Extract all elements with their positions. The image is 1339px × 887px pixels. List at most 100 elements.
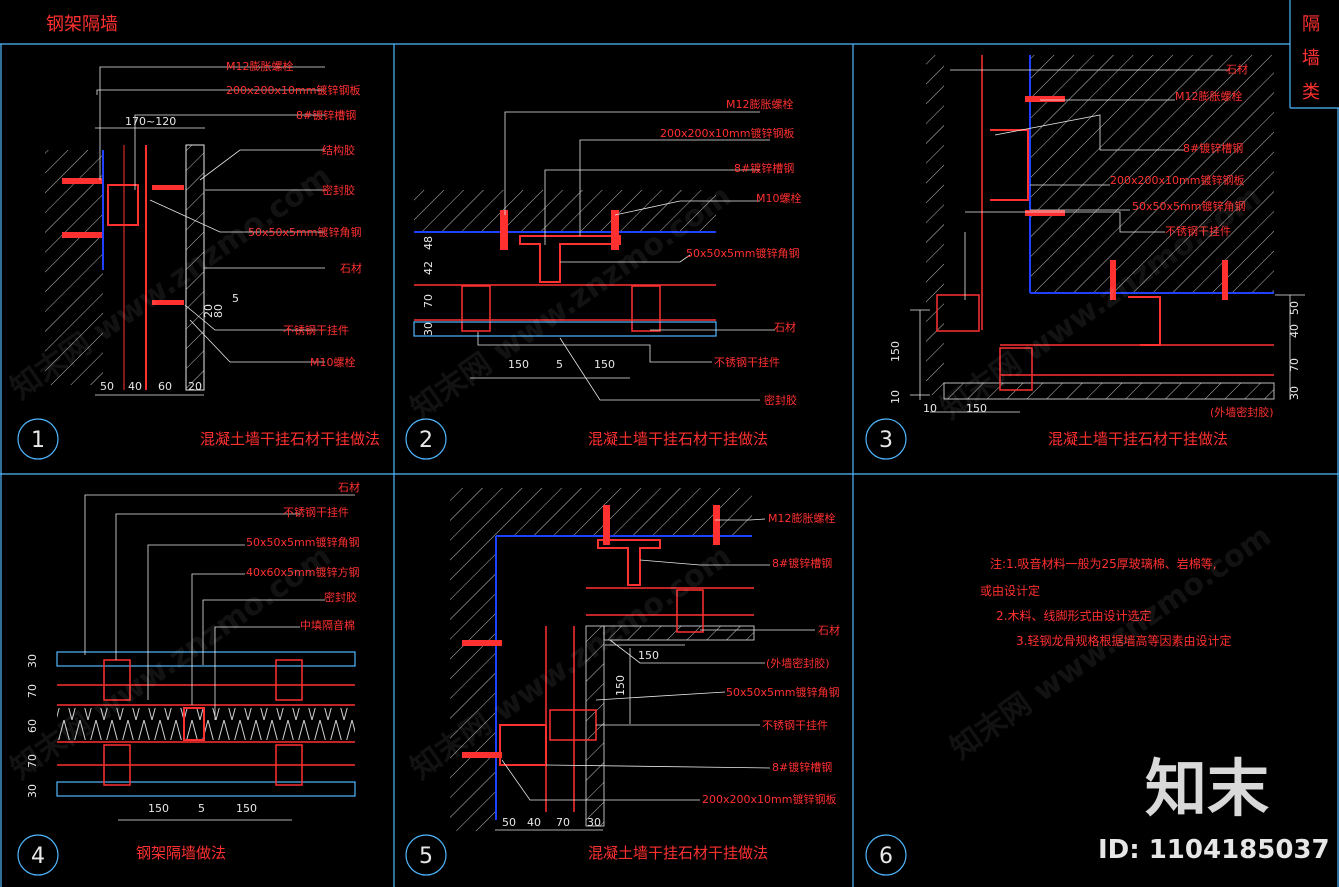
dim-4-1: 70 <box>26 684 39 698</box>
dim-4-0: 30 <box>26 654 39 668</box>
panel-number: 5 <box>419 844 433 869</box>
dim-4-2: 60 <box>26 719 39 733</box>
label-1-5: 50x50x5mm镀锌角钢 <box>248 225 361 239</box>
hanger-right <box>631 285 661 332</box>
channel-steel <box>990 129 1029 201</box>
label-5-2: 石材 <box>818 623 840 637</box>
label-2-3: M10螺栓 <box>756 191 802 205</box>
dim-4-7: 150 <box>236 802 257 815</box>
label-5-1: 8#镀锌槽钢 <box>772 556 832 570</box>
watermark-text: 知末网 www.znzmo.com <box>5 539 338 787</box>
dim-2-6: 150 <box>594 358 615 371</box>
dim-2-0: 48 <box>422 236 435 250</box>
label-5-0: M12膨胀螺栓 <box>768 511 836 525</box>
stone-wall <box>926 55 944 395</box>
dim-1-4: 20 <box>188 380 202 393</box>
image-id: ID: 1104185037 <box>1098 835 1330 865</box>
insulation <box>57 708 355 740</box>
label-5-3: (外墙密封胶) <box>766 656 830 670</box>
channel-steel <box>519 235 621 283</box>
label-3-0: 石材 <box>1226 62 1248 76</box>
label-2-7: 密封胶 <box>764 393 797 407</box>
label-4-0: 石材 <box>338 480 360 494</box>
panel-number-circle <box>865 418 907 460</box>
label-2-4: 50x50x5mm镀锌角钢 <box>686 246 799 260</box>
concrete-slab <box>450 488 752 536</box>
dim-3-3: 150 <box>966 402 987 415</box>
dim-5-5: 30 <box>587 816 601 829</box>
stone-panel-top <box>56 651 356 667</box>
label-2-6: 不锈钢干挂件 <box>714 355 780 369</box>
panel-number-circle <box>17 834 59 876</box>
hanger-left <box>461 285 491 332</box>
dim-3-2: 10 <box>923 402 937 415</box>
hanger-vertical <box>936 294 980 332</box>
panel-number-circle <box>17 418 59 460</box>
stone-panel-bottom <box>56 781 356 797</box>
label-4-3: 40x60x5mm镀锌方钢 <box>246 565 359 579</box>
concrete-wall <box>450 536 496 831</box>
label-1-2: 8#镀锌槽钢 <box>296 108 356 122</box>
panel-number-circle <box>865 834 907 876</box>
side-tab-char-3: 类 <box>1302 82 1320 103</box>
panel-number: 1 <box>31 428 45 453</box>
label-3-2: 8#镀锌槽钢 <box>1183 141 1243 155</box>
dim-5-0: 150 <box>638 649 659 662</box>
concrete-slab <box>1030 55 1274 293</box>
panel-number: 2 <box>419 428 433 453</box>
panel-number: 6 <box>879 844 893 869</box>
dim-1-0: 170~120 <box>125 115 176 128</box>
dim-3-1: 10 <box>889 390 902 404</box>
sheet-title: 钢架隔墙 <box>46 14 118 35</box>
dim-2-5: 5 <box>556 358 563 371</box>
note-line-3: 2.木料、线脚形式由设计选定 <box>996 608 1151 623</box>
label-4-5: 中填隔音棉 <box>300 618 355 632</box>
dim-3-0: 150 <box>889 341 902 362</box>
dim-5-1: 150 <box>614 675 627 696</box>
channel-steel <box>107 184 139 226</box>
panel-title: 钢架隔墙做法 <box>136 844 226 862</box>
label-1-7: 不锈钢干挂件 <box>283 323 349 337</box>
panel-number: 3 <box>879 428 893 453</box>
panel-5: M12膨胀螺栓 8#镀锌槽钢 石材 (外墙密封胶) 50x50x5mm镀锌角钢 … <box>405 488 840 876</box>
dim-5-2: 50 <box>502 816 516 829</box>
label-4-1: 不锈钢干挂件 <box>283 505 349 519</box>
concrete-slab <box>414 190 716 232</box>
panel-1: M12膨胀螺栓 200x200x10mm镀锌钢板 8#镀锌槽钢 结构胶 密封胶 … <box>17 59 380 460</box>
label-5-5: 不锈钢干挂件 <box>762 718 828 732</box>
label-1-6: 石材 <box>340 261 362 275</box>
panel-number-circle <box>405 418 447 460</box>
dim-1-1: 50 <box>100 380 114 393</box>
label-5-4: 50x50x5mm镀锌角钢 <box>726 685 839 699</box>
dim-1-7: 5 <box>232 292 239 305</box>
dim-2-2: 70 <box>422 294 435 308</box>
panel-title: 混凝土墙干挂石材干挂做法 <box>588 844 768 862</box>
label-5-7: 200x200x10mm镀锌钢板 <box>702 792 836 806</box>
label-1-4: 密封胶 <box>322 183 355 197</box>
dim-3-5: 40 <box>1288 324 1301 338</box>
label-3-3: 200x200x10mm镀锌钢板 <box>1110 173 1244 187</box>
hanger-horizontal <box>676 589 704 633</box>
stone-panel <box>185 144 205 391</box>
panel-2: M12膨胀螺栓 200x200x10mm镀锌钢板 8#镀锌槽钢 M10螺栓 50… <box>405 97 802 460</box>
dim-1-3: 60 <box>158 380 172 393</box>
side-tab-char-1: 隔 <box>1302 14 1320 35</box>
panel-4: 石材 不锈钢干挂件 50x50x5mm镀锌角钢 40x60x5mm镀锌方钢 密封… <box>17 480 360 876</box>
label-5-6: 8#镀锌槽钢 <box>772 760 832 774</box>
label-1-0: M12膨胀螺栓 <box>226 59 294 73</box>
label-1-3: 结构胶 <box>322 143 355 157</box>
panel-6: 注:1.吸音材料一般为25厚玻璃棉、岩棉等, 或由设计定 2.木料、线脚形式由设… <box>865 556 1231 876</box>
stone-panel <box>413 321 717 337</box>
side-tab: 隔 墙 类 <box>1302 14 1320 103</box>
hanger-horizontal <box>999 347 1033 391</box>
label-3-5: 不锈钢干挂件 <box>1165 224 1231 238</box>
dim-4-5: 150 <box>148 802 169 815</box>
dim-4-3: 70 <box>26 754 39 768</box>
stone-wall <box>585 625 605 827</box>
note-line-4: 3.轻钢龙骨规格根据墙高等因素由设计定 <box>1016 633 1231 648</box>
stone-ceiling <box>943 382 1275 400</box>
note-line-1: 注:1.吸音材料一般为25厚玻璃棉、岩棉等, <box>990 556 1217 571</box>
dim-2-4: 150 <box>508 358 529 371</box>
